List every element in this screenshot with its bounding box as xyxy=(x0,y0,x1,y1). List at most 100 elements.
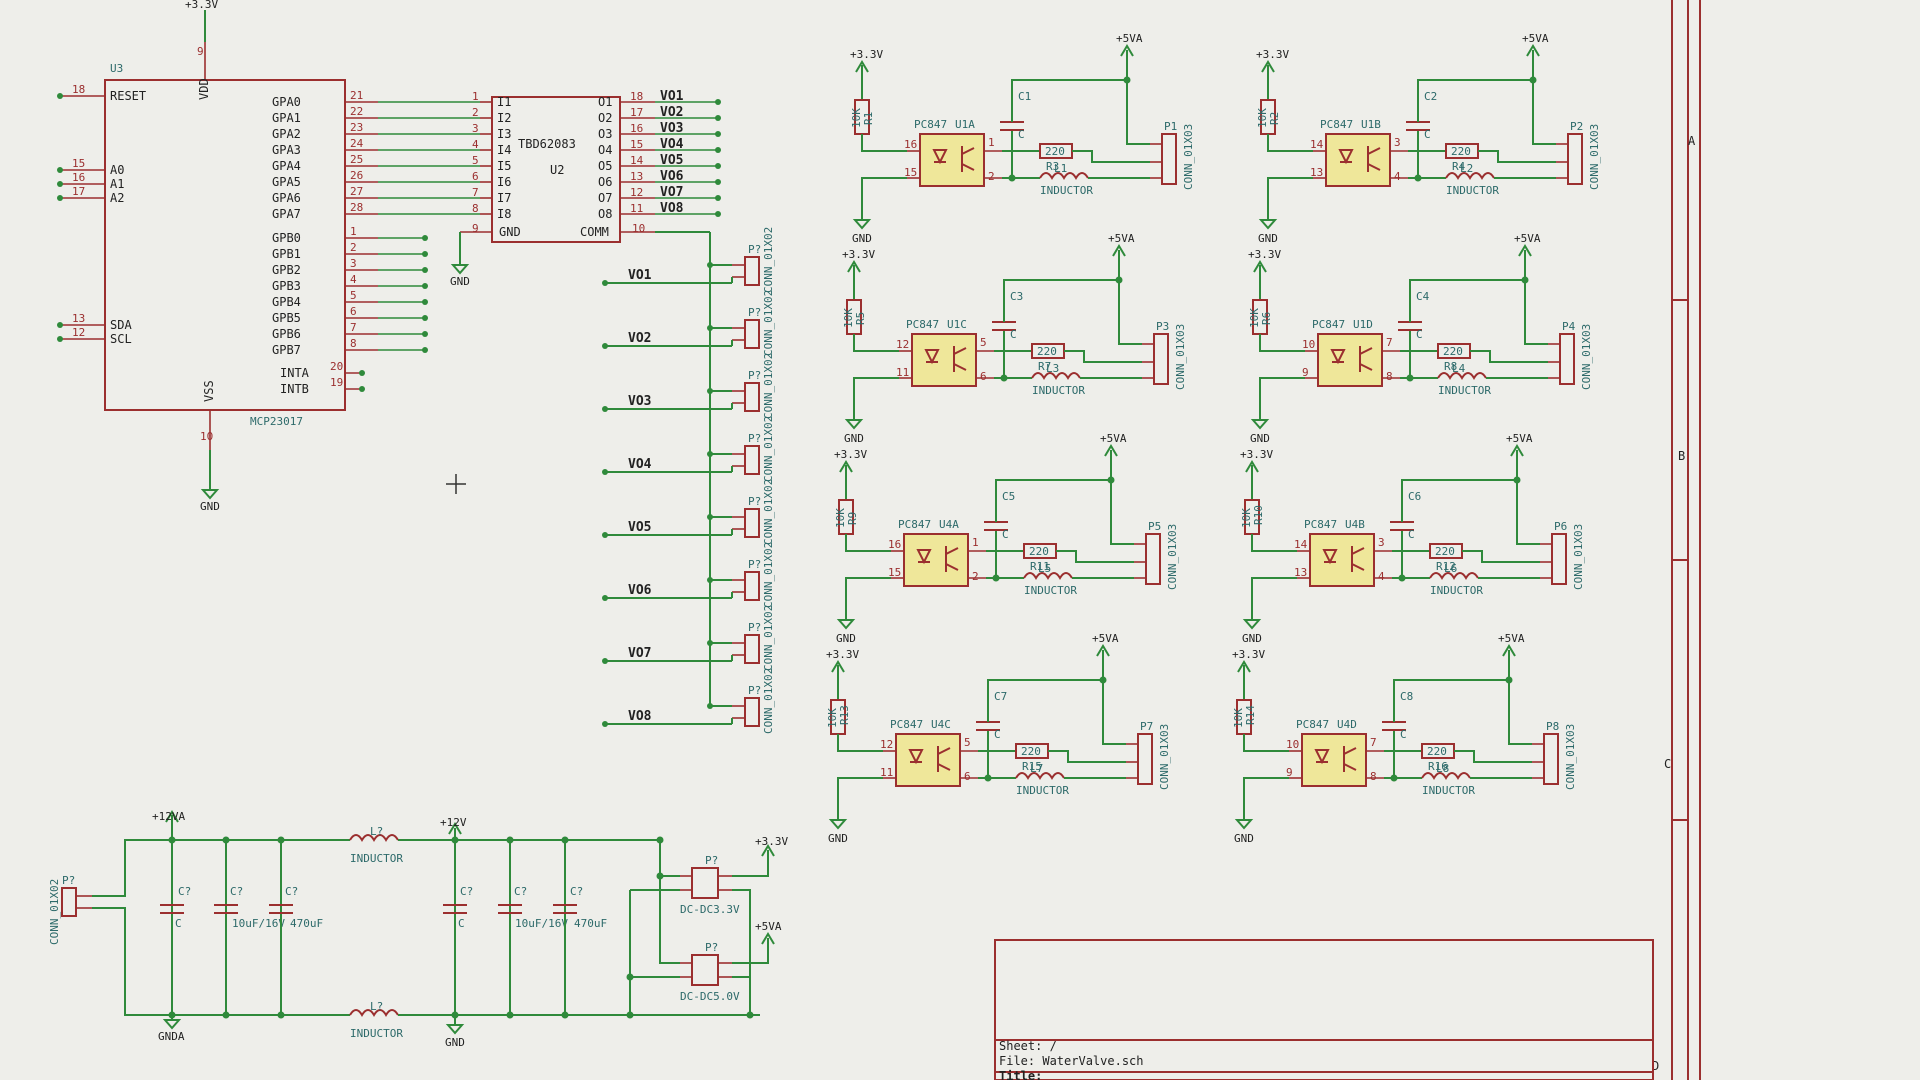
valve-connector[interactable] xyxy=(744,445,760,475)
filter-inductor-top-value: INDUCTOR xyxy=(350,852,403,865)
inductor-ref: L3 xyxy=(1046,362,1059,375)
dcdc-5v-module[interactable]: P? DC-DC5.0V +5VA xyxy=(680,920,782,1003)
dcdc-3v3-module[interactable]: P? DC-DC3.3V +3.3V xyxy=(680,835,788,1015)
cap-value: C xyxy=(1400,728,1407,741)
opto-pin-e-num: 8 xyxy=(1370,770,1377,783)
valve-connector[interactable] xyxy=(744,256,760,286)
mcp-pin-end xyxy=(57,167,63,173)
inductor[interactable] xyxy=(1023,572,1073,580)
inductor[interactable] xyxy=(1429,572,1479,580)
valve-connector[interactable] xyxy=(744,319,760,349)
border-letter-a: A xyxy=(1688,134,1696,148)
led-icon xyxy=(1330,349,1346,365)
valve-connector[interactable] xyxy=(744,508,760,538)
output-connector[interactable] xyxy=(1567,133,1583,185)
output-connector[interactable] xyxy=(1137,733,1153,785)
output-connector[interactable] xyxy=(1145,533,1161,585)
mcp-vdd-power: +3.3V xyxy=(185,0,218,11)
opto-pin-e-num: 2 xyxy=(972,570,979,583)
opto-coupler[interactable] xyxy=(1317,333,1383,387)
tbd62083-body[interactable] xyxy=(491,96,621,243)
output-connector[interactable] xyxy=(1543,733,1559,785)
opto-unit: U4B xyxy=(1345,518,1365,531)
power-section: P? CONN_01X02 +12VA GNDA C? C C? 10uF/16… xyxy=(48,810,788,1049)
tbd-input-name: I2 xyxy=(497,111,511,125)
inductor[interactable] xyxy=(1015,772,1065,780)
opto-coupler[interactable] xyxy=(1325,133,1391,187)
opto-gnd-label: GND xyxy=(1250,432,1270,445)
mcp-gpb-num: 8 xyxy=(350,337,357,350)
opto-coupler[interactable] xyxy=(911,333,977,387)
output-connector[interactable] xyxy=(1153,333,1169,385)
valve-net-label: VO7 xyxy=(628,646,651,661)
filter-inductor-bottom-value: INDUCTOR xyxy=(350,1027,403,1040)
inductor[interactable] xyxy=(1437,372,1487,380)
opto-gnd-symbol xyxy=(852,219,872,230)
inductor[interactable] xyxy=(1031,372,1081,380)
valve-connector-ref: P? xyxy=(748,558,761,571)
cap-b2-value: 10uF/16V xyxy=(515,917,568,930)
tbd-output-end xyxy=(715,179,721,185)
cap-high-wire xyxy=(1003,279,1142,345)
border-letter-d: D xyxy=(1652,1059,1659,1073)
inductor-ref: L1 xyxy=(1054,162,1067,175)
opto-coupler[interactable] xyxy=(919,133,985,187)
valve-connector[interactable] xyxy=(744,382,760,412)
series-resistor-value: 220 xyxy=(1451,145,1471,158)
valve-connector[interactable] xyxy=(744,571,760,601)
output-connector-ref: P8 xyxy=(1546,720,1559,733)
mcp23017-body[interactable] xyxy=(104,79,346,411)
output-connector-value: CONN_01X03 xyxy=(1564,724,1577,790)
tbd-input-name: I7 xyxy=(497,191,511,205)
opto-coupler[interactable] xyxy=(903,533,969,587)
inductor[interactable] xyxy=(1039,172,1089,180)
rail-12v-label: +12V xyxy=(440,816,467,829)
opto-pin-k-num: 13 xyxy=(1294,566,1307,579)
output-connector[interactable] xyxy=(1551,533,1567,585)
tbd-output-end xyxy=(715,147,721,153)
filter-inductor-top[interactable]: L? INDUCTOR xyxy=(349,825,403,865)
cap-ref: C2 xyxy=(1424,90,1437,103)
inductor-ref: L4 xyxy=(1452,362,1466,375)
opto-gnd-symbol xyxy=(1250,419,1270,430)
valve-comm-dot xyxy=(707,703,713,709)
inductor[interactable] xyxy=(1445,172,1495,180)
filter-inductor-top-ref: L? xyxy=(370,825,383,838)
opto-gnd-label: GND xyxy=(1258,232,1278,245)
series-resistor-ref: R8 xyxy=(1444,360,1457,373)
opto-coupler[interactable] xyxy=(895,733,961,787)
opto-in-route xyxy=(845,534,891,552)
opto-gnd-symbol xyxy=(1258,219,1278,230)
opto-coupler[interactable] xyxy=(1309,533,1375,587)
mcp-pin-num: 18 xyxy=(72,83,85,96)
valve-connector[interactable] xyxy=(744,634,760,664)
opto-coupler[interactable] xyxy=(1301,733,1367,787)
power-input-connector[interactable]: P? CONN_01X02 xyxy=(48,874,92,945)
valve-net-label: VO8 xyxy=(628,709,652,724)
opto-in-arrow xyxy=(831,660,845,673)
output-connector[interactable] xyxy=(1559,333,1575,385)
series-resistor-ref: R3 xyxy=(1046,160,1059,173)
valve-net-end xyxy=(602,343,608,349)
filter-inductor-bottom[interactable]: L? INDUCTOR xyxy=(349,1000,403,1040)
output-connector[interactable] xyxy=(1161,133,1177,185)
opto-part: PC847 xyxy=(914,118,947,131)
mcp-gpb-num: 4 xyxy=(350,273,357,286)
opto-in-arrow xyxy=(1253,260,1267,273)
valve-connector[interactable] xyxy=(744,697,760,727)
cap-a2-value: 10uF/16V xyxy=(232,917,285,930)
inductor[interactable] xyxy=(1421,772,1471,780)
valve-connector-ref: P? xyxy=(748,369,761,382)
opto-rin-ref: R1 xyxy=(862,112,875,125)
tbd-output-net: VO8 xyxy=(660,201,684,216)
